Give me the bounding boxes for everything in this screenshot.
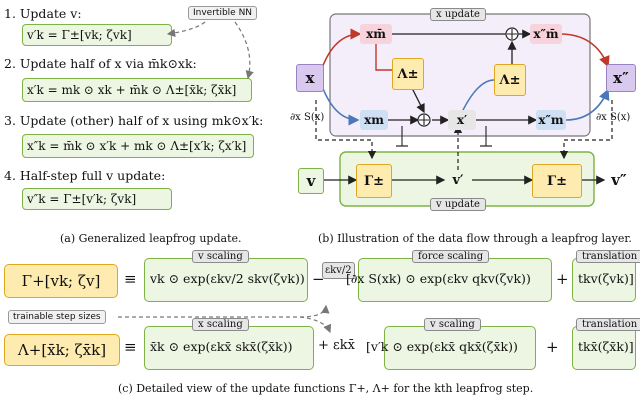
eq2-box: x′k = mk ⊙ xk + m̄k ⊙ Λ±[x̄k; ζx̄k] xyxy=(22,78,252,102)
gamma-node-1: Γ± xyxy=(356,164,392,198)
v-scaling-label: v scaling xyxy=(192,250,249,263)
step4-label: 4. Half-step full v update: xyxy=(4,168,166,183)
gamma-v-scaling-box xyxy=(144,258,308,302)
force-scaling-label: force scaling xyxy=(412,250,490,263)
eq2-text: x′k = mk ⊙ xk + m̄k ⊙ Λ±[x̄k; ζx̄k] xyxy=(27,83,237,97)
x-mbar-node: xm̄ xyxy=(360,24,392,44)
v-prime-node: v′ xyxy=(452,172,464,188)
translation-label-2: translation xyxy=(576,318,640,331)
lambda-term2: [v′k ⊙ exp(εkx̄ qkx̄(ζx̄k)) xyxy=(366,339,518,354)
lambda-lhs-box: Λ+[x̄k; ζx̄k] xyxy=(4,334,120,366)
dataflow-arrows xyxy=(166,13,613,207)
eq4-box: v″k = Γ±[v′k; ζvk] xyxy=(22,188,172,210)
x-dd-m-node: x″m xyxy=(536,110,566,130)
gamma-term1: vk ⊙ exp(εkv/2 skv(ζvk)) xyxy=(150,271,305,286)
x-dd-output-node: x″ xyxy=(606,64,636,92)
x-scaling-label: x scaling xyxy=(192,318,249,331)
caption-b: (b) Illustration of the data flow throug… xyxy=(318,232,632,245)
x-m-node: xm xyxy=(360,110,388,130)
x-input-node: x xyxy=(296,64,324,92)
eq4-text: v″k = Γ±[v′k; ζvk] xyxy=(27,192,137,206)
gamma-plus: + xyxy=(556,270,569,288)
eps-half-box: εkv/2 xyxy=(322,262,355,279)
trainable-step-sizes-tag: trainable step sizes xyxy=(8,310,106,324)
gamma-minus: − xyxy=(312,270,325,288)
x-update-label: x update xyxy=(430,8,486,21)
lambda-node-2: Λ± xyxy=(494,64,526,96)
lambda-node-1: Λ± xyxy=(392,58,424,90)
lambda-equiv: ≡ xyxy=(124,338,137,356)
translation-label-1: translation xyxy=(576,250,640,263)
lambda-lhs-text: Λ+[x̄k; ζx̄k] xyxy=(17,341,107,359)
force-scaling-box xyxy=(358,258,552,302)
trainable-arrows xyxy=(118,304,332,334)
gamma-equiv: ≡ xyxy=(124,270,137,288)
gamma-term2: [∂x S(xk) ⊙ exp(εkv qkv(ζvk)) xyxy=(346,271,531,286)
v-input-node: v xyxy=(298,168,324,194)
lambda-plus: + xyxy=(546,338,559,356)
eq3-text: x″k = m̄k ⊙ x′k + mk ⊙ Λ±[x′k; ζx′k] xyxy=(27,139,247,153)
caption-a: (a) Generalized leapfrog update. xyxy=(60,232,242,245)
eq1-text: v′k = Γ±[vk; ζvk] xyxy=(27,28,132,42)
step3-label: 3. Update (other) half of x using mk⊙x′k… xyxy=(4,113,264,128)
v-scaling-label-2: v scaling xyxy=(424,318,481,331)
gamma-term3: tkv(ζvk)] xyxy=(578,271,634,286)
grad-label-right: ∂x S(x) xyxy=(596,112,631,123)
v-update-label: v update xyxy=(430,198,486,211)
x-dd-mbar-node: x″m̄ xyxy=(530,24,562,44)
v-dd-output-node: v″ xyxy=(611,171,627,189)
lambda-plus-eps: + εkx̄ xyxy=(318,338,355,353)
invertible-nn-tag: Invertible NN xyxy=(188,6,258,20)
caption-c: (c) Detailed view of the update function… xyxy=(118,382,534,395)
x-prime-node: x′ xyxy=(448,110,476,130)
step2-label: 2. Update half of x via m̄k⊙xk: xyxy=(4,56,197,71)
lambda-term3: tkx̄(ζx̄k)] xyxy=(578,339,634,354)
eq1-box: v′k = Γ±[vk; ζvk] xyxy=(22,24,172,46)
gamma-lhs-text: Γ+[vk; ζv] xyxy=(21,272,101,290)
eq3-box: x″k = m̄k ⊙ x′k + mk ⊙ Λ±[x′k; ζx′k] xyxy=(22,134,254,158)
lambda-term1: x̄k ⊙ exp(εkx̄ skx̄(ζx̄k)) xyxy=(150,339,293,354)
grad-label-left: ∂x S(x) xyxy=(290,112,325,123)
gamma-lhs-box: Γ+[vk; ζv] xyxy=(4,264,118,298)
gamma-node-2: Γ± xyxy=(532,164,582,198)
step1-label: 1. Update v: xyxy=(4,6,82,21)
